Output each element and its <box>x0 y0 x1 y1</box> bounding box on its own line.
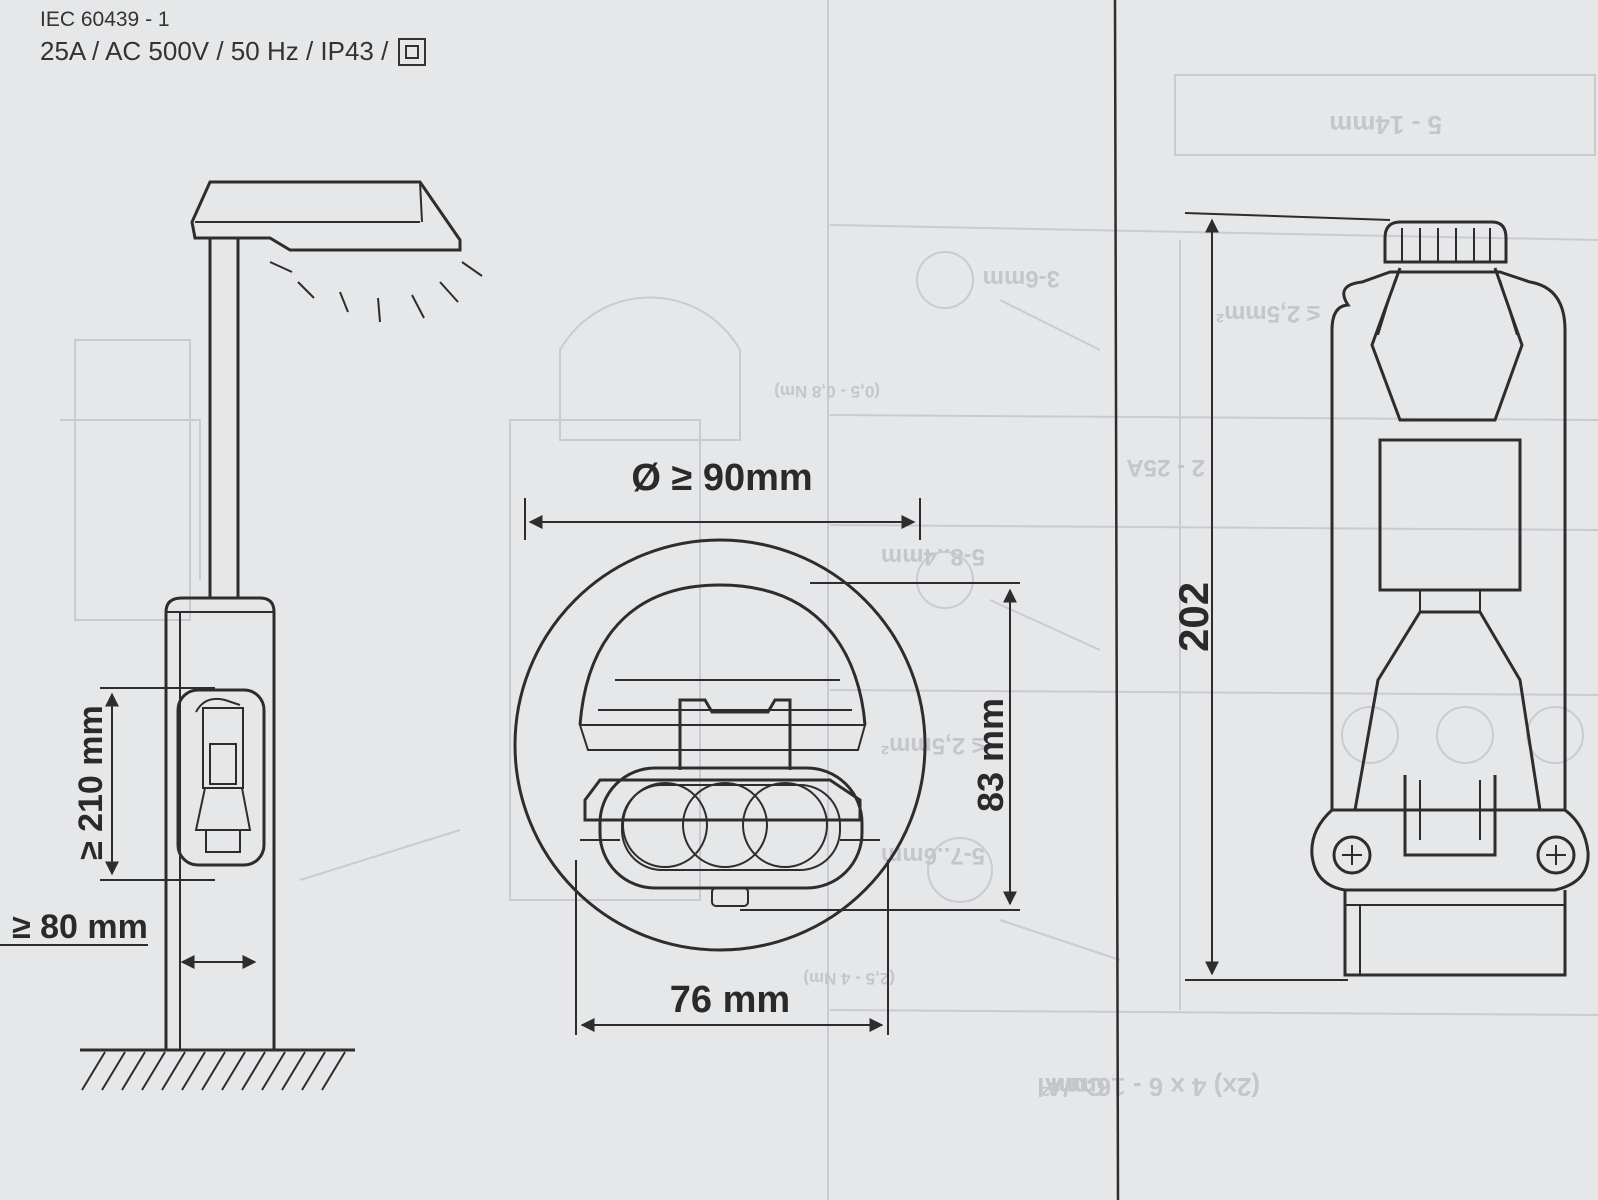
ghost-background: 3-6mm (0,5 - 0,8 Nm) 2 - 25A 5-8..4mm ≤ … <box>60 0 1598 1200</box>
length-label: 202 <box>1170 582 1217 652</box>
connector-drawing: 202 <box>1170 212 1590 981</box>
depth-label: 83 mm <box>970 698 1011 812</box>
ghost-text-2: (0,5 - 0,8 Nm) <box>774 382 880 401</box>
cable-entry-drawing: Ø ≥ 90mm 83 mm 76 mm <box>513 457 1020 1035</box>
ghost-text-8: (2x) 4 x 6 - 16mm² <box>1041 1072 1260 1102</box>
ghost-text-10: 5 - 14mm <box>1329 110 1442 140</box>
width-min-label: ≥ 80 mm <box>12 908 148 946</box>
ghost-text-3: 2 - 25A <box>1126 454 1205 481</box>
rating-label: 25A / AC 500V / 50 Hz / IP43 / <box>40 36 427 67</box>
ghost-text-7: (2,5 - 4 Nm) <box>803 969 895 988</box>
ghost-text-1: 3-6mm <box>983 265 1060 292</box>
standard-label: IEC 60439 - 1 <box>40 8 170 31</box>
ghost-text-9: Cu/Al <box>1037 1072 1105 1102</box>
ghost-text-5: ≤ 2,5mm² <box>881 732 985 759</box>
ground-hatching <box>81 1051 346 1091</box>
diameter-min-label: Ø ≥ 90mm <box>631 457 812 499</box>
double-insulation-icon <box>398 37 427 66</box>
rating-text: 25A / AC 500V / 50 Hz / IP43 / <box>40 36 389 66</box>
divider-line <box>1113 0 1120 1200</box>
ghost-text-11: ≤ 2,5mm² <box>1216 300 1320 327</box>
ghost-text-6: 5-7..6mm <box>881 842 985 869</box>
street-lamp-drawing: ≥ 210 mm ≥ 80 mm <box>0 180 483 1091</box>
height-min-label: ≥ 210 mm <box>72 705 110 860</box>
ghost-text-4: 5-8..4mm <box>881 543 985 570</box>
width-label: 76 mm <box>670 979 790 1021</box>
